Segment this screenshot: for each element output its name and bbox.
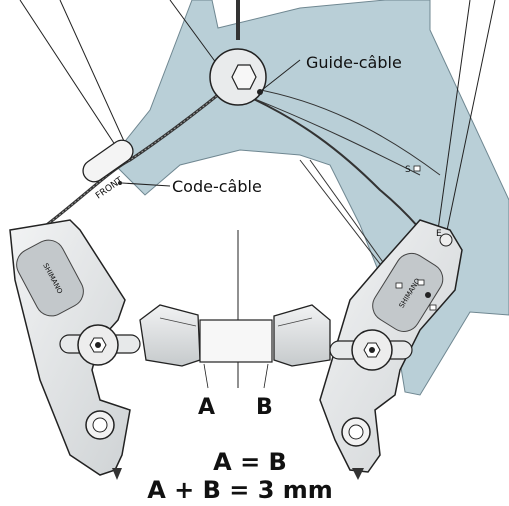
e-marker-label: E bbox=[436, 229, 442, 239]
label-a: A bbox=[198, 395, 215, 420]
right-brake-shoe bbox=[273, 304, 331, 367]
label-b: B bbox=[256, 395, 273, 420]
right-pad-holder bbox=[329, 329, 413, 371]
guide-cable-label: Guide-câble bbox=[306, 53, 402, 72]
leader-lines bbox=[19, 0, 496, 388]
cable-guide bbox=[209, 48, 267, 106]
left-pad-holder bbox=[59, 324, 141, 366]
formula-line-2: A + B = 3 mm bbox=[147, 476, 333, 504]
left-brake-shoe bbox=[139, 304, 201, 367]
formula-line-1: A = B bbox=[213, 448, 287, 476]
rim-block bbox=[199, 319, 273, 363]
code-cable-label: Code-câble bbox=[172, 177, 262, 196]
s-marker-label: S bbox=[405, 165, 411, 175]
